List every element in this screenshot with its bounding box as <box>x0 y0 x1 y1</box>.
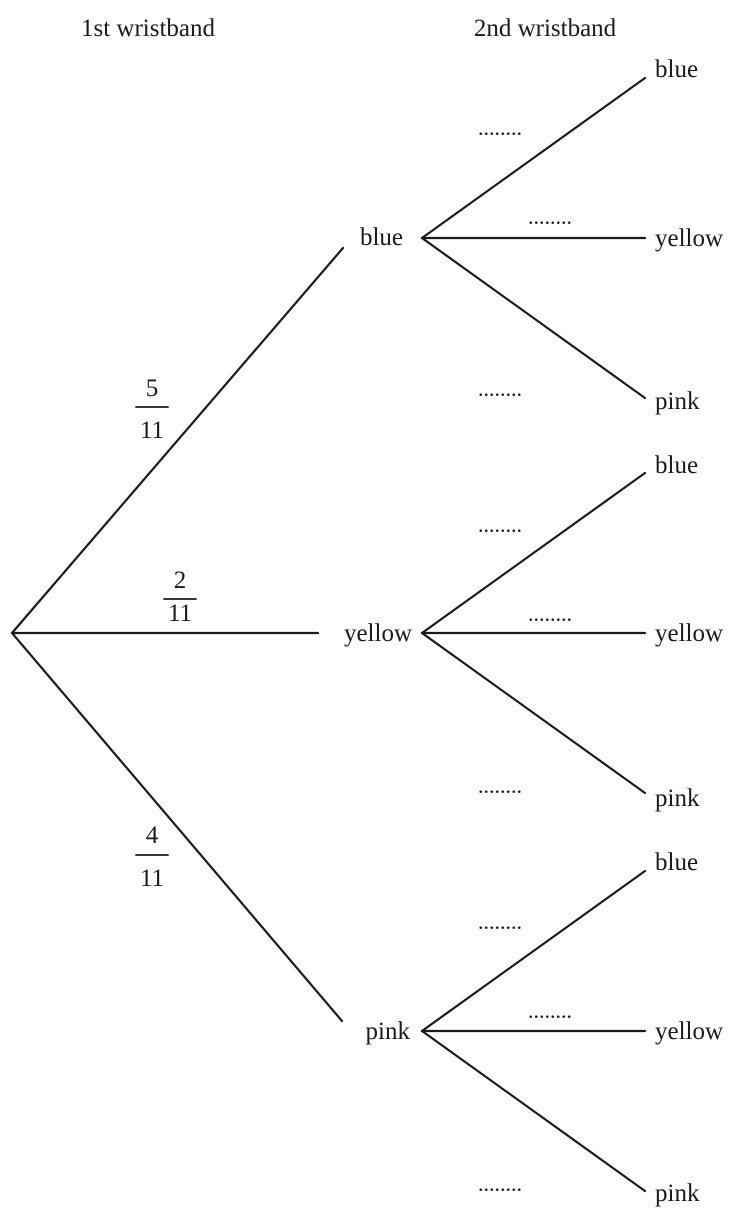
branch-blue-pink <box>420 236 647 400</box>
blank-yellow-yellow: ........ <box>528 601 572 626</box>
outcome-first-yellow: yellow <box>344 620 412 647</box>
numerator-first-yellow: 2 <box>174 567 187 594</box>
branch-yellow-pink <box>420 631 647 795</box>
outcome-pink-blue: blue <box>655 849 698 876</box>
outcome-pink-yellow: yellow <box>655 1018 723 1045</box>
outcome-blue-pink: pink <box>655 388 700 415</box>
outcome-yellow-blue: blue <box>655 452 698 479</box>
branch-first-blue <box>10 246 345 635</box>
header-first-wristband: 1st wristband <box>81 15 216 42</box>
branch-first-pink <box>10 631 344 1023</box>
probability-first-yellow: 2 11 <box>163 567 197 627</box>
outcome-yellow-pink: pink <box>655 785 700 812</box>
outcome-first-blue: blue <box>360 224 403 251</box>
second-stage-after-blue: ........ ........ ........ blue yellow p… <box>420 56 723 415</box>
second-stage-after-pink: ........ ........ ........ blue yellow p… <box>420 849 723 1207</box>
denominator-first-blue: 11 <box>140 417 164 444</box>
blank-yellow-pink: ........ <box>478 773 522 798</box>
numerator-first-pink: 4 <box>146 822 159 849</box>
blank-blue-yellow: ........ <box>528 204 572 229</box>
outcome-blue-blue: blue <box>655 56 698 83</box>
branch-blue-blue <box>420 76 647 240</box>
outcome-yellow-yellow: yellow <box>655 620 723 647</box>
blank-blue-pink: ........ <box>478 376 522 401</box>
probability-first-pink: 4 11 <box>135 822 169 892</box>
blank-yellow-blue: ........ <box>478 512 522 537</box>
outcome-blue-yellow: yellow <box>655 225 723 252</box>
blank-pink-pink: ........ <box>478 1171 522 1196</box>
branch-pink-pink <box>420 1029 647 1193</box>
probability-first-blue: 5 11 <box>135 375 169 444</box>
second-stage-after-yellow: ........ ........ ........ blue yellow p… <box>420 452 723 812</box>
blank-blue-blue: ........ <box>478 115 522 140</box>
branch-yellow-blue <box>420 471 647 635</box>
outcome-pink-pink: pink <box>655 1180 700 1207</box>
blank-pink-yellow: ........ <box>528 998 572 1023</box>
header-second-wristband: 2nd wristband <box>474 15 617 42</box>
blank-pink-blue: ........ <box>478 909 522 934</box>
denominator-first-yellow: 11 <box>168 600 192 627</box>
numerator-first-blue: 5 <box>146 375 159 402</box>
denominator-first-pink: 11 <box>140 865 164 892</box>
outcome-first-pink: pink <box>366 1018 411 1045</box>
branch-pink-blue <box>420 869 647 1033</box>
